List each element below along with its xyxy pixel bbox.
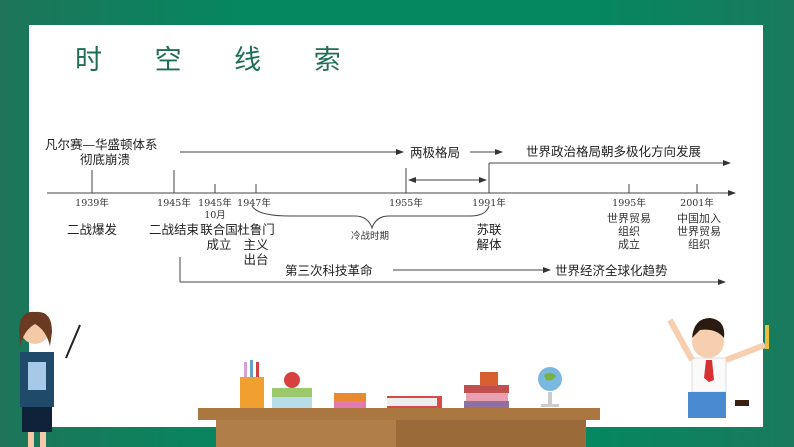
year-1955: 1955年 (389, 198, 423, 209)
event-un-1: 联合国 (200, 222, 238, 237)
event-ussr-2: 解体 (476, 237, 502, 252)
event-truman-3: 出台 (243, 252, 269, 267)
event-china-wto-2: 世界贸易 (677, 225, 721, 238)
event-china-wto-3: 组织 (688, 238, 710, 251)
event-ww2-end: 二战结束 (148, 222, 200, 237)
event-wto-3: 成立 (618, 238, 640, 251)
year-1945: 1945年 (157, 198, 191, 209)
year-2001: 2001年 (680, 198, 714, 209)
versailles-label-2: 彻底崩溃 (80, 152, 131, 167)
whiteboard (29, 25, 763, 427)
year-1939: 1939年 (75, 198, 109, 209)
versailles-label: 凡尔赛—华盛顿体系 (45, 137, 158, 152)
event-china-wto-1: 中国加入 (677, 212, 721, 225)
event-truman-2: 主义 (243, 237, 269, 252)
multipolar-label: 世界政治格局朝多极化方向发展 (526, 144, 702, 159)
classroom-illustration (19, 311, 769, 447)
month-10: 10月 (204, 210, 226, 221)
event-wto-2: 组织 (618, 225, 640, 238)
bipolar-label: 两极格局 (410, 145, 461, 160)
tech-revolution-label: 第三次科技革命 (285, 263, 373, 278)
globalization-label: 世界经济全球化趋势 (555, 263, 668, 278)
event-ww2-start: 二战爆发 (66, 222, 118, 237)
event-truman-1: 杜鲁门 (237, 222, 275, 237)
year-1991: 1991年 (472, 198, 506, 209)
event-wto-1: 世界贸易 (607, 212, 651, 225)
page-title: 时 空 线 索 (75, 45, 363, 76)
year-1947: 1947年 (237, 198, 271, 209)
year-1995: 1995年 (612, 198, 646, 209)
cold-war-label: 冷战时期 (350, 231, 390, 242)
event-ussr-1: 苏联 (476, 222, 502, 237)
event-un-2: 成立 (206, 237, 232, 252)
year-1945-oct: 1945年 (198, 198, 232, 209)
